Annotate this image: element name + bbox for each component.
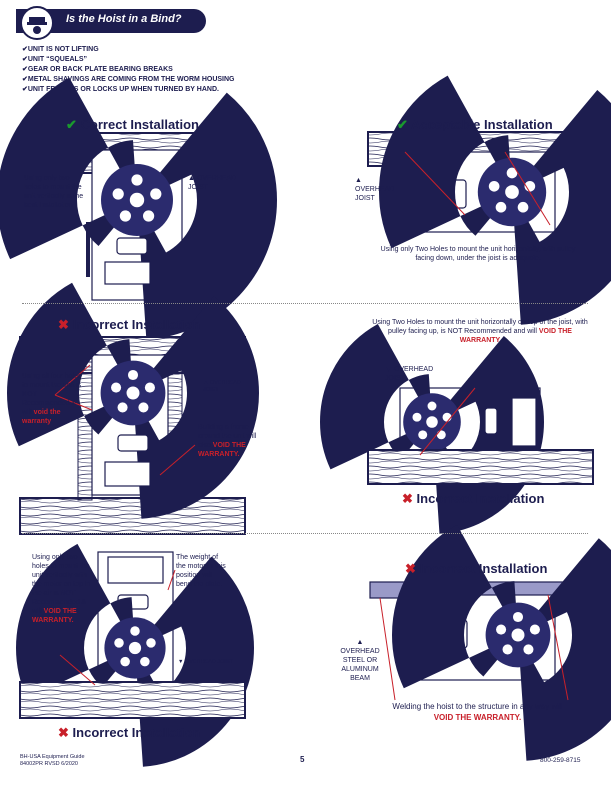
acceptable-caption: Using only Two Holes to mount the unit h…: [380, 246, 576, 262]
x-icon: ✖: [58, 317, 69, 332]
section-title-text: Incorrect Installation: [419, 561, 548, 576]
x-icon: ✖: [405, 561, 416, 576]
phone-number: 800-259-8715: [540, 757, 581, 764]
welding-caption: Welding the hoist to the structure in an…: [392, 702, 563, 722]
incorrect-frame-diagram: [20, 337, 245, 535]
incorrect-top-joist-diagram: [368, 380, 594, 484]
section-correct-title: ✔ Correct Installation: [66, 117, 199, 133]
section-incorrect-title: ✖ Incorrect Installation: [58, 317, 200, 333]
check-icon: ✔: [397, 117, 408, 132]
incorrect-motor-top-diagram: [20, 552, 245, 718]
hoist-logo-icon: [20, 6, 54, 40]
checklist-item: METAL SHAVINGS ARE COMING FROM THE WORM …: [22, 75, 235, 85]
joist-label: ▼ OVERHEAD JOIST: [178, 659, 233, 665]
x-icon: ✖: [58, 725, 69, 740]
four-holes-note: Using all four holes to mount the unit i…: [22, 373, 82, 425]
correct-note: Using only two holes to mount the unit v…: [24, 175, 84, 209]
joist-label: ▲ OVERHEAD JOIST: [203, 380, 241, 393]
footer-left: BH-USA Equipment Guide 84002PR RVSD 6/20…: [20, 754, 85, 767]
weight-note: The weight of the motor in this position…: [176, 554, 226, 588]
symptom-checklist: UNIT IS NOT LIFTING UNIT “SQUEALS” GEAR …: [22, 45, 235, 95]
joist-label: ▲ OVERHEAD JOIST: [188, 175, 237, 191]
checklist-item: UNIT “SQUEALS”: [22, 55, 235, 65]
checklist-item: UNIT IS NOT LIFTING: [22, 45, 235, 55]
section-title-text: Incorrect Installation: [72, 317, 201, 332]
correct-installation-diagram: [20, 133, 245, 300]
page-number: 5: [300, 755, 305, 764]
incorrect-welded-diagram: [369, 582, 590, 700]
section-incorrect-title: ✖ Incorrect Installation: [58, 725, 200, 741]
section-incorrect-title: ✖ Incorrect Installation: [405, 561, 547, 577]
joist-label: ▲ OVERHEAD JOIST: [355, 177, 395, 202]
section-title-text: Incorrect Installation: [416, 491, 545, 506]
section-title-text: Incorrect Installation: [72, 725, 201, 740]
top-joist-caption: Using Two Holes to mount the unit horizo…: [372, 319, 588, 344]
joist-label: ▼ OVERHEAD JOIST: [385, 366, 434, 382]
page-title: Is the Hoist in a Bind?: [66, 13, 182, 25]
beam-label: ▲OVERHEAD STEEL OR ALUMINUM BEAM: [340, 639, 380, 682]
checklist-item: GEAR OR BACK PLATE BEARING BREAKS: [22, 65, 235, 75]
divider: [22, 303, 588, 304]
frame-note: Building a frame around the unit will al…: [198, 424, 257, 458]
section-title-text: Correct Installation: [80, 117, 199, 132]
section-acceptable-title: ✔ Acceptable Installation: [397, 117, 553, 133]
motor-top-note: Using only two holes to mount the unit v…: [32, 554, 91, 624]
checklist-item: UNIT FREEZES OR LOCKS UP WHEN TURNED BY …: [22, 85, 235, 95]
acceptable-installation-diagram: [367, 132, 593, 232]
x-icon: ✖: [402, 491, 413, 506]
check-icon: ✔: [66, 117, 77, 132]
divider: [22, 533, 588, 534]
section-title-text: Acceptable Installation: [411, 117, 553, 132]
section-incorrect-title: ✖ Incorrect Installation: [402, 491, 544, 507]
